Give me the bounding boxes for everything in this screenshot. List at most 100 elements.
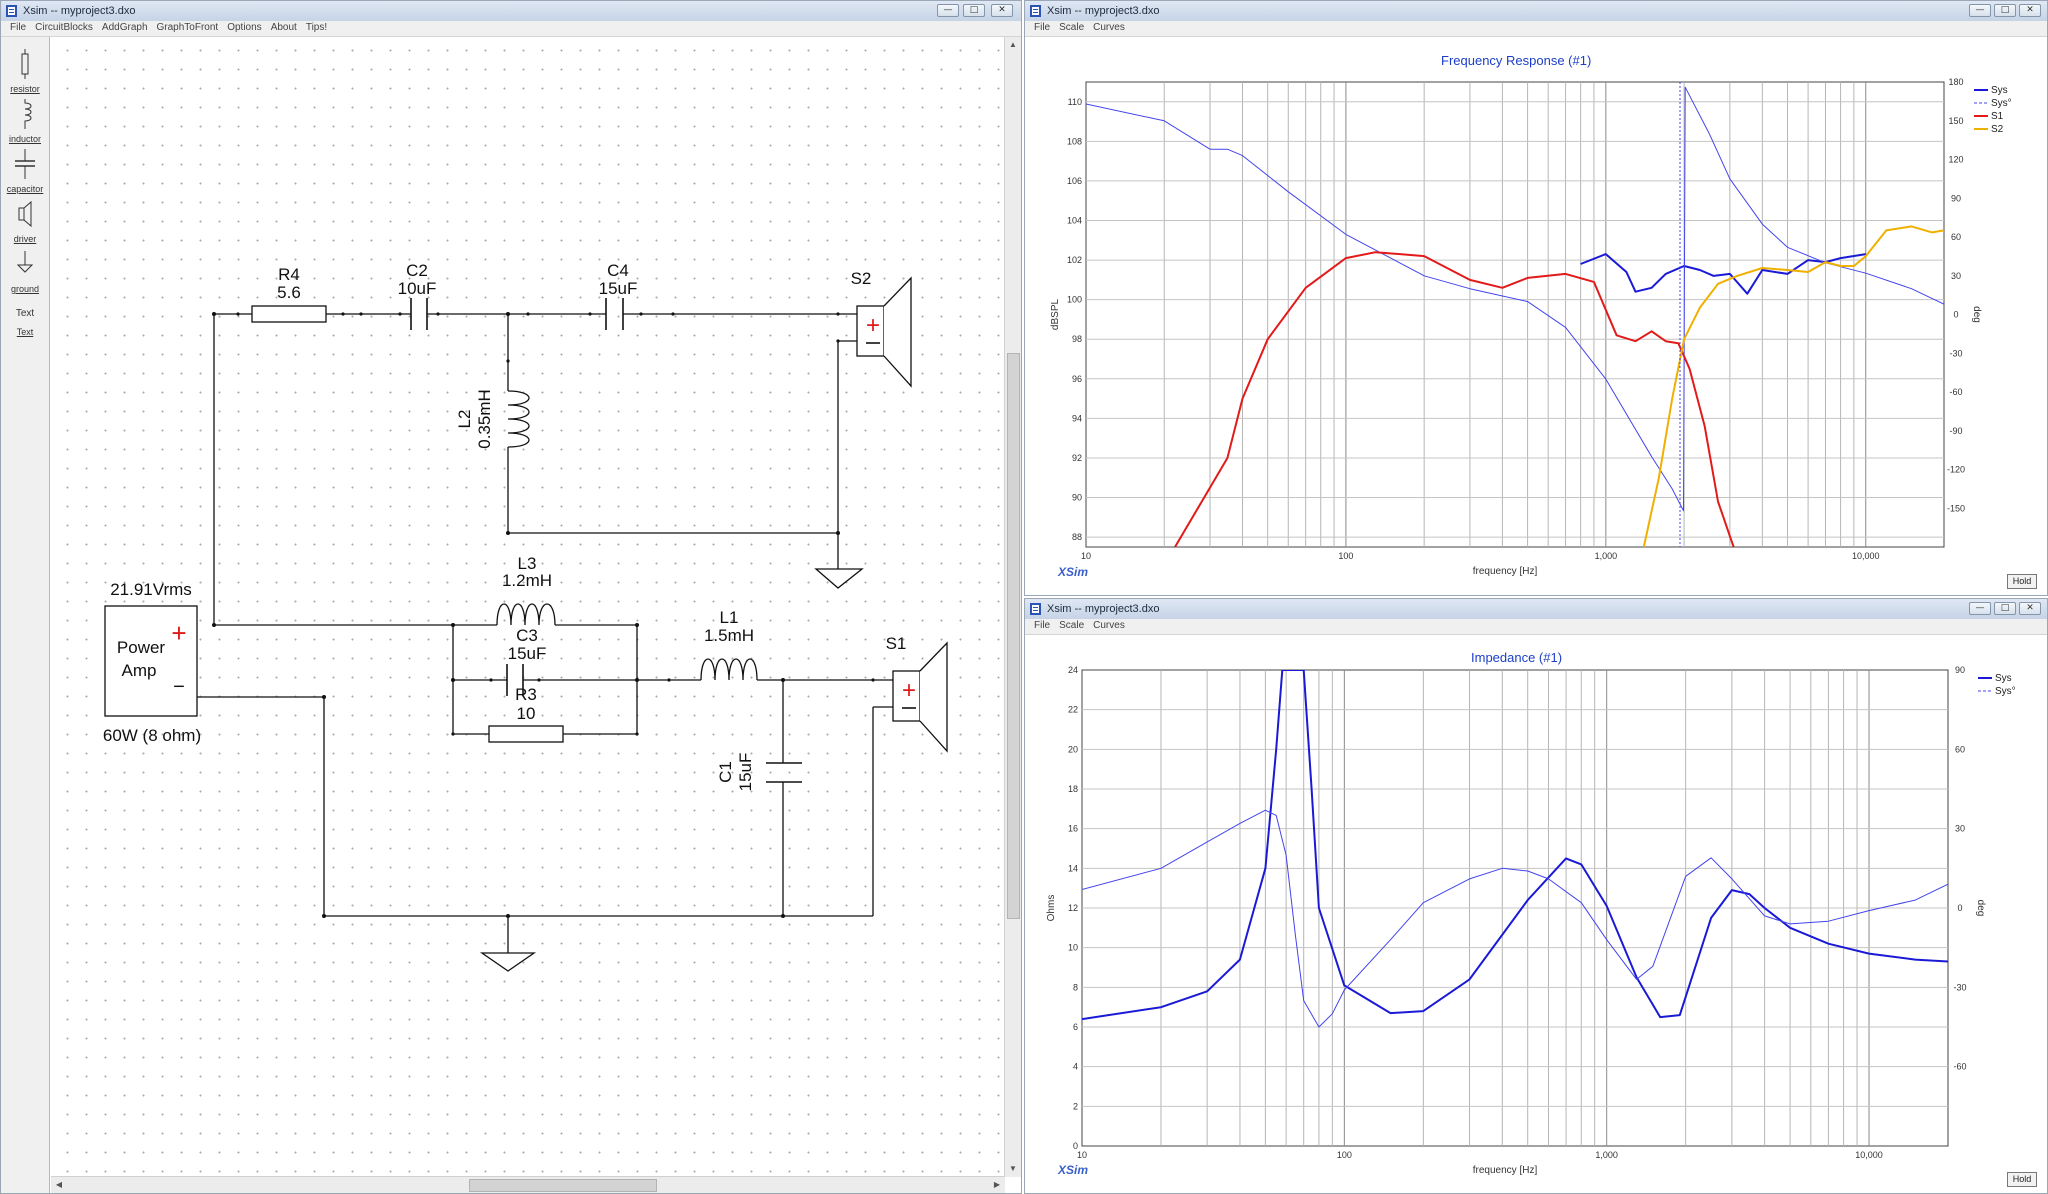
- inductor-icon: [24, 99, 32, 129]
- y-tick-label: 8: [1073, 982, 1078, 992]
- l2-ref: L2: [455, 410, 474, 429]
- y2-tick-label: -60: [1949, 387, 1962, 397]
- schematic-horizontal-scrollbar[interactable]: ◀ ▶: [51, 1176, 1005, 1193]
- schematic-menubar: File CircuitBlocks AddGraph GraphToFront Opt…: [1, 21, 1021, 37]
- schematic-titlebar[interactable]: Xsim -- myproject3.dxo — □ ✕: [1, 1, 1021, 22]
- r3-value: 10: [517, 704, 536, 723]
- y-tick-label: 10: [1068, 943, 1078, 953]
- schematic-vertical-scrollbar[interactable]: ▲ ▼: [1004, 37, 1021, 1177]
- menu-tips[interactable]: Tips!: [305, 22, 328, 33]
- l1-ref: L1: [720, 608, 739, 627]
- minimize-button[interactable]: —: [1969, 4, 1991, 17]
- source-name-line1: Power: [117, 638, 166, 657]
- menu-scale[interactable]: Scale: [1059, 22, 1085, 33]
- tool-text[interactable]: Text: [1, 303, 49, 321]
- legend-label: Sys°: [1991, 98, 2012, 109]
- c2-ref: C2: [406, 261, 428, 280]
- legend-label: Sys°: [1995, 686, 2016, 697]
- tool-inductor-label: inductor: [8, 134, 42, 144]
- menu-file[interactable]: File: [10, 22, 27, 33]
- tool-resistor[interactable]: resistor: [1, 49, 49, 94]
- menu-scale[interactable]: Scale: [1059, 620, 1085, 631]
- minimize-button[interactable]: —: [1969, 602, 1991, 615]
- source-rating: 60W (8 ohm): [103, 726, 201, 745]
- c4-value: 15uF: [599, 279, 638, 298]
- c1-value: 15uF: [736, 753, 755, 792]
- menu-circuitblocks[interactable]: CircuitBlocks: [35, 22, 93, 33]
- hold-button[interactable]: Hold: [2007, 574, 2037, 589]
- tool-text-label: Text: [15, 308, 35, 319]
- scroll-down-arrow[interactable]: ▼: [1009, 1164, 1017, 1173]
- s2-plus: +: [866, 312, 880, 339]
- imp-titlebar[interactable]: Xsim -- myproject3.dxo — □ ✕: [1025, 599, 2047, 620]
- tool-driver[interactable]: driver: [1, 199, 49, 244]
- window-title: Xsim -- myproject3.dxo: [1047, 603, 1160, 615]
- schematic-window: Xsim -- myproject3.dxo — □ ✕ File Circuit…: [0, 0, 1022, 1194]
- freq-titlebar[interactable]: Xsim -- myproject3.dxo — □ ✕: [1025, 1, 2047, 22]
- vertical-scroll-thumb[interactable]: [1007, 353, 1020, 919]
- maximize-button[interactable]: □: [963, 4, 985, 17]
- menu-graphtofront[interactable]: GraphToFront: [156, 22, 219, 33]
- y-tick-label: 12: [1068, 903, 1078, 913]
- x-tick-label: 100: [1338, 551, 1353, 561]
- imp-chart-title: Impedance (#1): [1471, 650, 1563, 665]
- tool-ground[interactable]: ground: [1, 249, 49, 294]
- tool-text-underlined[interactable]: Text: [1, 327, 49, 337]
- tool-driver-label: driver: [13, 234, 37, 244]
- xsim-logo: XSim: [1058, 565, 1089, 579]
- l3-value: 1.2mH: [502, 571, 552, 590]
- l1-value: 1.5mH: [704, 626, 754, 645]
- maximize-button[interactable]: □: [1994, 602, 2016, 615]
- x-tick-label: 10: [1081, 551, 1091, 561]
- y-tick-label: 106: [1067, 176, 1082, 186]
- source-voltage: 21.91Vrms: [110, 580, 192, 599]
- menu-file[interactable]: File: [1034, 620, 1051, 631]
- x-axis-label: frequency [Hz]: [1473, 1165, 1538, 1176]
- scroll-left-arrow[interactable]: ◀: [55, 1180, 63, 1189]
- resistor-icon: [21, 49, 29, 79]
- s1-plus: +: [902, 677, 916, 704]
- y-axis-label: Ohms: [1046, 895, 1057, 922]
- c2-value: 10uF: [398, 279, 437, 298]
- close-button[interactable]: ✕: [2019, 602, 2041, 615]
- close-button[interactable]: ✕: [991, 4, 1013, 17]
- tool-inductor[interactable]: inductor: [1, 99, 49, 144]
- y-tick-label: 110: [1068, 97, 1082, 107]
- y-tick-label: 108: [1067, 136, 1082, 146]
- legend-label: S2: [1991, 124, 2004, 135]
- y2-axis-label: deg: [1975, 900, 1986, 917]
- frequency-response-window: Xsim -- myproject3.dxo — □ ✕ File Scale Cu…: [1024, 0, 2048, 596]
- tool-capacitor[interactable]: capacitor: [1, 149, 49, 194]
- driver-icon: [18, 200, 32, 228]
- source-name-line2: Amp: [122, 661, 157, 680]
- menu-addgraph[interactable]: AddGraph: [101, 22, 148, 33]
- hold-button[interactable]: Hold: [2007, 1172, 2037, 1187]
- menu-curves[interactable]: Curves: [1093, 620, 1125, 631]
- y2-tick-label: 90: [1951, 193, 1961, 203]
- impedance-window: Xsim -- myproject3.dxo — □ ✕ File Scale Cu…: [1024, 598, 2048, 1194]
- y-tick-label: 14: [1068, 863, 1078, 873]
- horizontal-scroll-thumb[interactable]: [469, 1179, 657, 1192]
- menu-options[interactable]: Options: [227, 22, 262, 33]
- freq-menubar: File Scale Curves: [1025, 21, 2047, 37]
- window-title: Xsim -- myproject3.dxo: [23, 5, 136, 17]
- schematic-canvas[interactable]: R4 5.6 C2 10uF C4 15uF S2 L3 1.2mH C3 15…: [51, 37, 1002, 1177]
- app-icon: [1030, 5, 1041, 17]
- scroll-up-arrow[interactable]: ▲: [1009, 40, 1017, 49]
- window-title: Xsim -- myproject3.dxo: [1047, 5, 1160, 17]
- minimize-button[interactable]: —: [937, 4, 959, 17]
- scroll-right-arrow[interactable]: ▶: [993, 1180, 1001, 1189]
- c3-ref: C3: [516, 626, 538, 645]
- menu-file[interactable]: File: [1034, 22, 1051, 33]
- tool-resistor-label: resistor: [10, 84, 40, 94]
- capacitor-icon: [15, 149, 35, 179]
- menu-about[interactable]: About: [270, 22, 297, 33]
- series-line-s2: [1642, 225, 1944, 547]
- x-tick-label: 1,000: [1595, 1150, 1618, 1160]
- y-tick-label: 22: [1068, 705, 1078, 715]
- maximize-button[interactable]: □: [1994, 4, 2016, 17]
- close-button[interactable]: ✕: [2019, 4, 2041, 17]
- menu-curves[interactable]: Curves: [1093, 22, 1125, 33]
- y-tick-label: 6: [1073, 1022, 1078, 1032]
- y2-tick-label: 180: [1948, 77, 1963, 87]
